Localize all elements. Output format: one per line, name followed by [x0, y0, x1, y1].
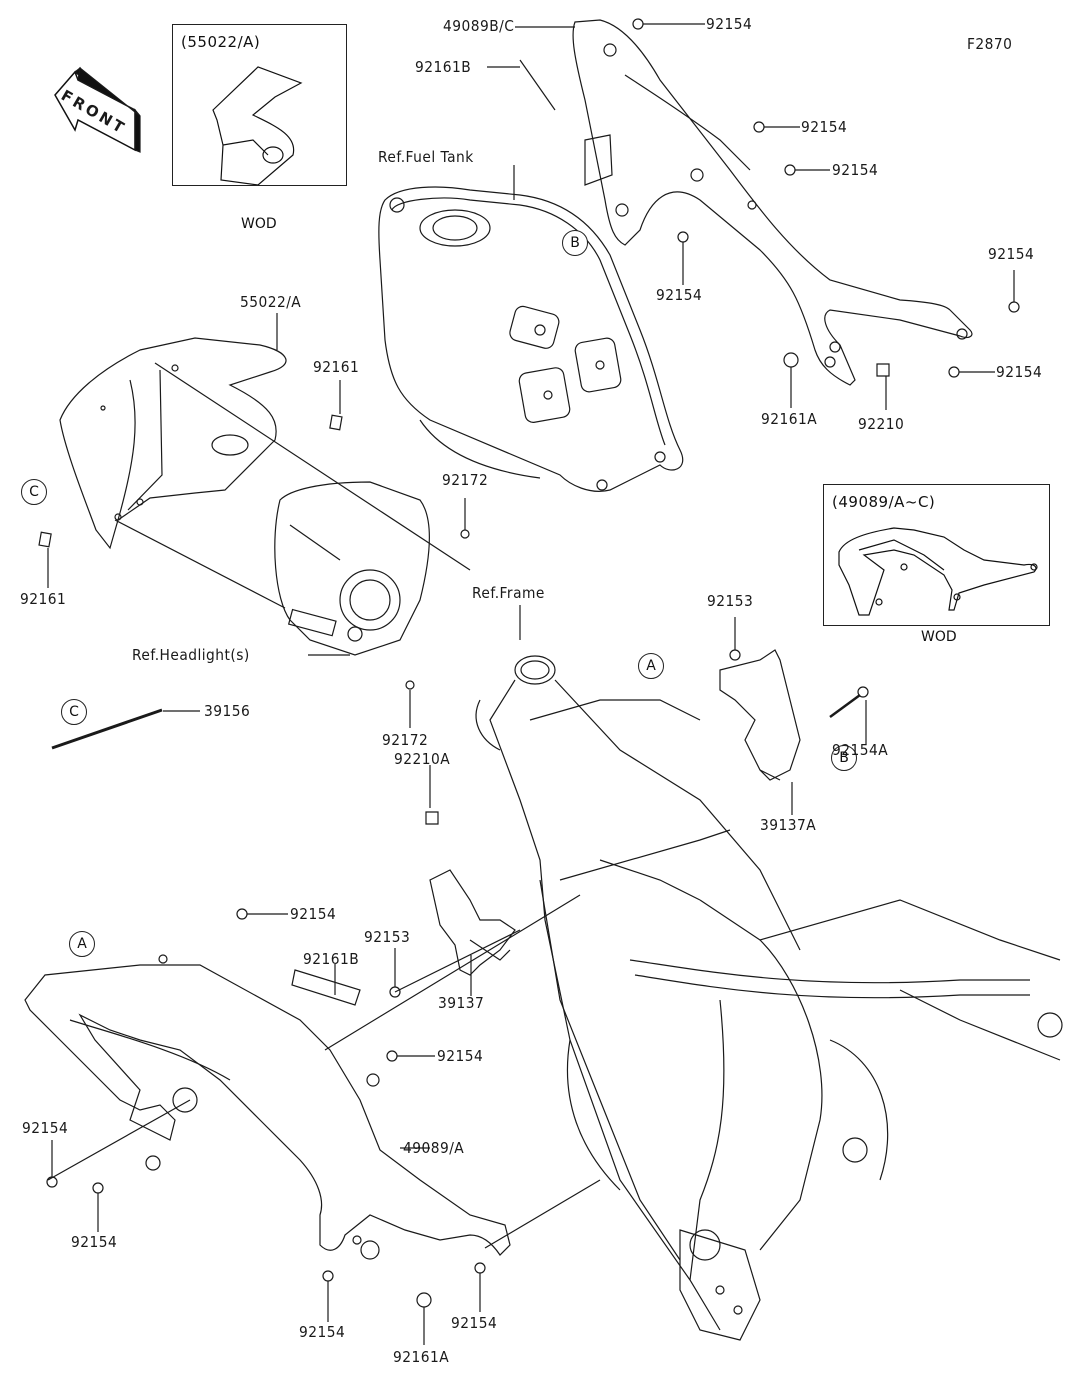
bracket-39137-drawing — [430, 870, 515, 975]
inset-title: (55022/A) — [181, 33, 261, 51]
part-label: 92172 — [442, 471, 489, 489]
part-label: 92161B — [303, 950, 360, 968]
callout-a: A — [69, 931, 95, 957]
part-label: 49089/A — [403, 1139, 465, 1157]
part-label: 92154 — [299, 1323, 346, 1341]
front-fairing-drawing — [60, 338, 286, 548]
part-label: 92210 — [858, 415, 905, 433]
part-label: 92161 — [20, 590, 67, 608]
inset-note: WOD — [241, 216, 277, 232]
inset-note: WOD — [921, 629, 957, 645]
part-label: 92161A — [393, 1348, 450, 1366]
part-label: 92210A — [394, 750, 451, 768]
part-label: 92154A — [832, 741, 889, 759]
part-label: 92154 — [451, 1314, 498, 1332]
side-cover-lower-drawing — [25, 955, 510, 1259]
ref-fuel-tank-label: Ref.Fuel Tank — [378, 148, 474, 166]
part-label: 92154 — [22, 1119, 69, 1137]
callout-a: A — [638, 653, 664, 679]
headlight-drawing — [275, 482, 430, 655]
callout-c: C — [61, 699, 87, 725]
fasteners — [39, 19, 1019, 1307]
part-label: 92154 — [988, 245, 1035, 263]
part-label: 92154 — [706, 15, 753, 33]
inset-part-drawing — [824, 485, 1049, 625]
part-label: 92154 — [996, 363, 1043, 381]
inset-title: (49089/A~C) — [832, 493, 936, 511]
part-label: 39137 — [438, 994, 485, 1012]
figure-id: F2870 — [967, 35, 1013, 53]
fuel-tank-drawing — [379, 187, 683, 491]
front-arrow-icon — [55, 68, 140, 152]
inset-55022a: (55022/A) — [172, 24, 347, 186]
frame-drawing — [476, 656, 1062, 1340]
part-label: 92153 — [707, 592, 754, 610]
ref-headlight-label: Ref.Headlight(s) — [132, 646, 250, 664]
part-label: 92172 — [382, 731, 429, 749]
part-label: 92154 — [832, 161, 879, 179]
part-label: 92153 — [364, 928, 411, 946]
ref-frame-label: Ref.Frame — [472, 584, 545, 602]
part-label: 39137A — [760, 816, 817, 834]
inset-49089a-c: (49089/A~C) — [823, 484, 1050, 626]
side-cover-upper-drawing — [573, 20, 972, 385]
part-label: 49089B/C — [443, 17, 515, 35]
callout-b: B — [831, 745, 857, 771]
part-label: 55022/A — [240, 293, 302, 311]
part-label: 92154 — [656, 286, 703, 304]
part-label: 92154 — [437, 1047, 484, 1065]
part-label: 92154 — [71, 1233, 118, 1251]
inset-part-drawing — [173, 25, 346, 185]
part-label: 92154 — [801, 118, 848, 136]
part-label: 92154 — [290, 905, 337, 923]
part-label: 92161B — [415, 58, 472, 76]
bracket-39137a-drawing — [720, 650, 868, 780]
trim-strip-drawing — [52, 710, 162, 748]
part-label: 92161 — [313, 358, 360, 376]
leader-lines — [48, 24, 1014, 1345]
part-label: 92161A — [761, 410, 818, 428]
callout-c: C — [21, 479, 47, 505]
part-label: 39156 — [204, 702, 251, 720]
callout-b: B — [562, 230, 588, 256]
